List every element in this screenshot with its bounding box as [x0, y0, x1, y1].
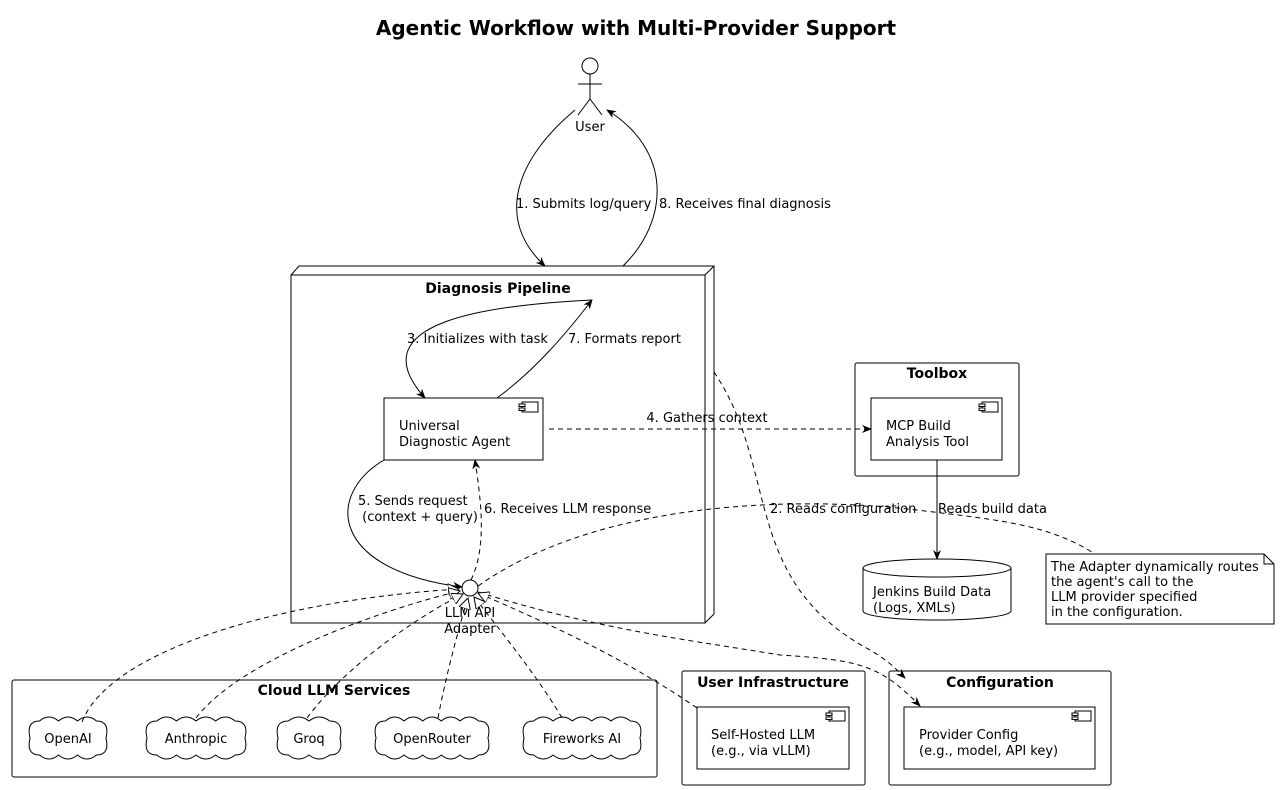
jenkins-database: Jenkins Build Data (Logs, XMLs) — [862, 558, 1012, 621]
self-hosted-label-line2: (e.g., via vLLM) — [711, 744, 811, 759]
tool-label-line2: Analysis Tool — [886, 435, 969, 450]
note-line-4: in the configuration. — [1051, 605, 1183, 620]
cloud-provider-label: Groq — [293, 732, 324, 747]
toolbox-package: Toolbox MCP Build Analysis Tool — [854, 362, 1020, 477]
edge-label-5a: 5. Sends request — [358, 494, 468, 509]
edge-label-4: 4. Gathers context — [646, 411, 767, 426]
edge-label-3: 3. Initializes with task — [407, 332, 548, 347]
edge-final-diagnosis — [606, 109, 658, 267]
edge-fireworks-realizes — [474, 597, 563, 719]
cloud-provider-openrouter: OpenRouter — [374, 716, 490, 760]
configuration-title: Configuration — [946, 675, 1054, 691]
edge-sends-request — [347, 459, 463, 590]
diagnostic-agent-component: Universal Diagnostic Agent — [383, 397, 544, 461]
cloud-shape — [374, 716, 490, 760]
edge-initializes — [405, 299, 593, 399]
edge-anthropic-realizes — [195, 591, 460, 719]
cloud-provider-anthropic: Anthropic — [145, 716, 247, 760]
edge-label-5b: (context + query) — [358, 510, 478, 525]
cloud-provider-label: OpenRouter — [393, 732, 471, 747]
cloud-shape — [145, 716, 247, 760]
edges: 1. Submits log/query 8. Receives final d… — [81, 109, 1096, 723]
database-label-line2: (Logs, XMLs) — [873, 601, 956, 616]
diagram-title: Agentic Workflow with Multi-Provider Sup… — [376, 16, 897, 40]
adapter-label-line2: Adapter — [444, 622, 496, 637]
cloud-provider-label: Fireworks AI — [543, 732, 621, 747]
cloud-shape — [522, 716, 642, 760]
edge-label-7: 7. Formats report — [568, 332, 681, 347]
note-line-3: LLM provider specified — [1051, 590, 1197, 605]
edge-reads-configuration — [713, 371, 906, 679]
note-line-1: The Adapter dynamically routes — [1050, 560, 1259, 575]
cloud-provider-groq: Groq — [276, 716, 342, 760]
database-label-line1: Jenkins Build Data — [872, 585, 991, 600]
note-line-2: the agent's call to the — [1051, 575, 1194, 590]
configuration-package: Configuration Provider Config (e.g., mod… — [888, 670, 1112, 786]
cloud-provider-label: Anthropic — [165, 732, 228, 747]
agent-label-line1: Universal — [399, 419, 460, 434]
edge-label-reads-build: Reads build data — [938, 502, 1047, 517]
cloud-provider-fireworks-ai: Fireworks AI — [522, 716, 642, 760]
edge-label-6: 6. Receives LLM response — [484, 502, 651, 517]
llm-api-adapter-interface: LLM API Adapter — [444, 579, 496, 637]
provider-config-label-line2: (e.g., model, API key) — [919, 744, 1058, 759]
cloud-llm-services-package: Cloud LLM Services OpenAI Anthropic Groq Op… — [11, 679, 658, 778]
cloud-shape — [276, 716, 342, 760]
edge-note-link — [477, 503, 1096, 587]
edge-groq-realizes — [306, 594, 463, 719]
user-actor: User — [575, 57, 605, 135]
cloud-shape — [28, 716, 108, 760]
self-hosted-label-line1: Self-Hosted LLM — [711, 728, 815, 743]
edge-submits-query — [516, 109, 576, 267]
cloud-title: Cloud LLM Services — [258, 683, 411, 699]
adapter-label-line1: LLM API — [445, 606, 495, 621]
toolbox-title: Toolbox — [907, 366, 967, 382]
edge-label-8: 8. Receives final diagnosis — [659, 197, 831, 212]
cloud-provider-openai: OpenAI — [28, 716, 108, 760]
user-label: User — [575, 120, 605, 135]
adapter-note: The Adapter dynamically routes the agent… — [1045, 553, 1275, 625]
user-infrastructure-package: User Infrastructure Self-Hosted LLM (e.g… — [681, 670, 866, 786]
edge-label-1: 1. Submits log/query — [516, 197, 652, 212]
edge-openrouter-realizes — [437, 598, 468, 719]
tool-label-line1: MCP Build — [886, 419, 951, 434]
provider-config-label-line1: Provider Config — [919, 728, 1018, 743]
edge-openai-realizes — [81, 589, 459, 723]
pipeline-title: Diagnosis Pipeline — [425, 281, 570, 297]
edge-receives-response — [470, 459, 482, 581]
edge-formats-report — [496, 299, 593, 399]
agent-label-line2: Diagnostic Agent — [399, 435, 510, 450]
cloud-provider-label: OpenAI — [44, 732, 91, 747]
user-infra-title: User Infrastructure — [697, 675, 849, 691]
edge-label-2: 2. Reads configuration — [770, 502, 916, 517]
